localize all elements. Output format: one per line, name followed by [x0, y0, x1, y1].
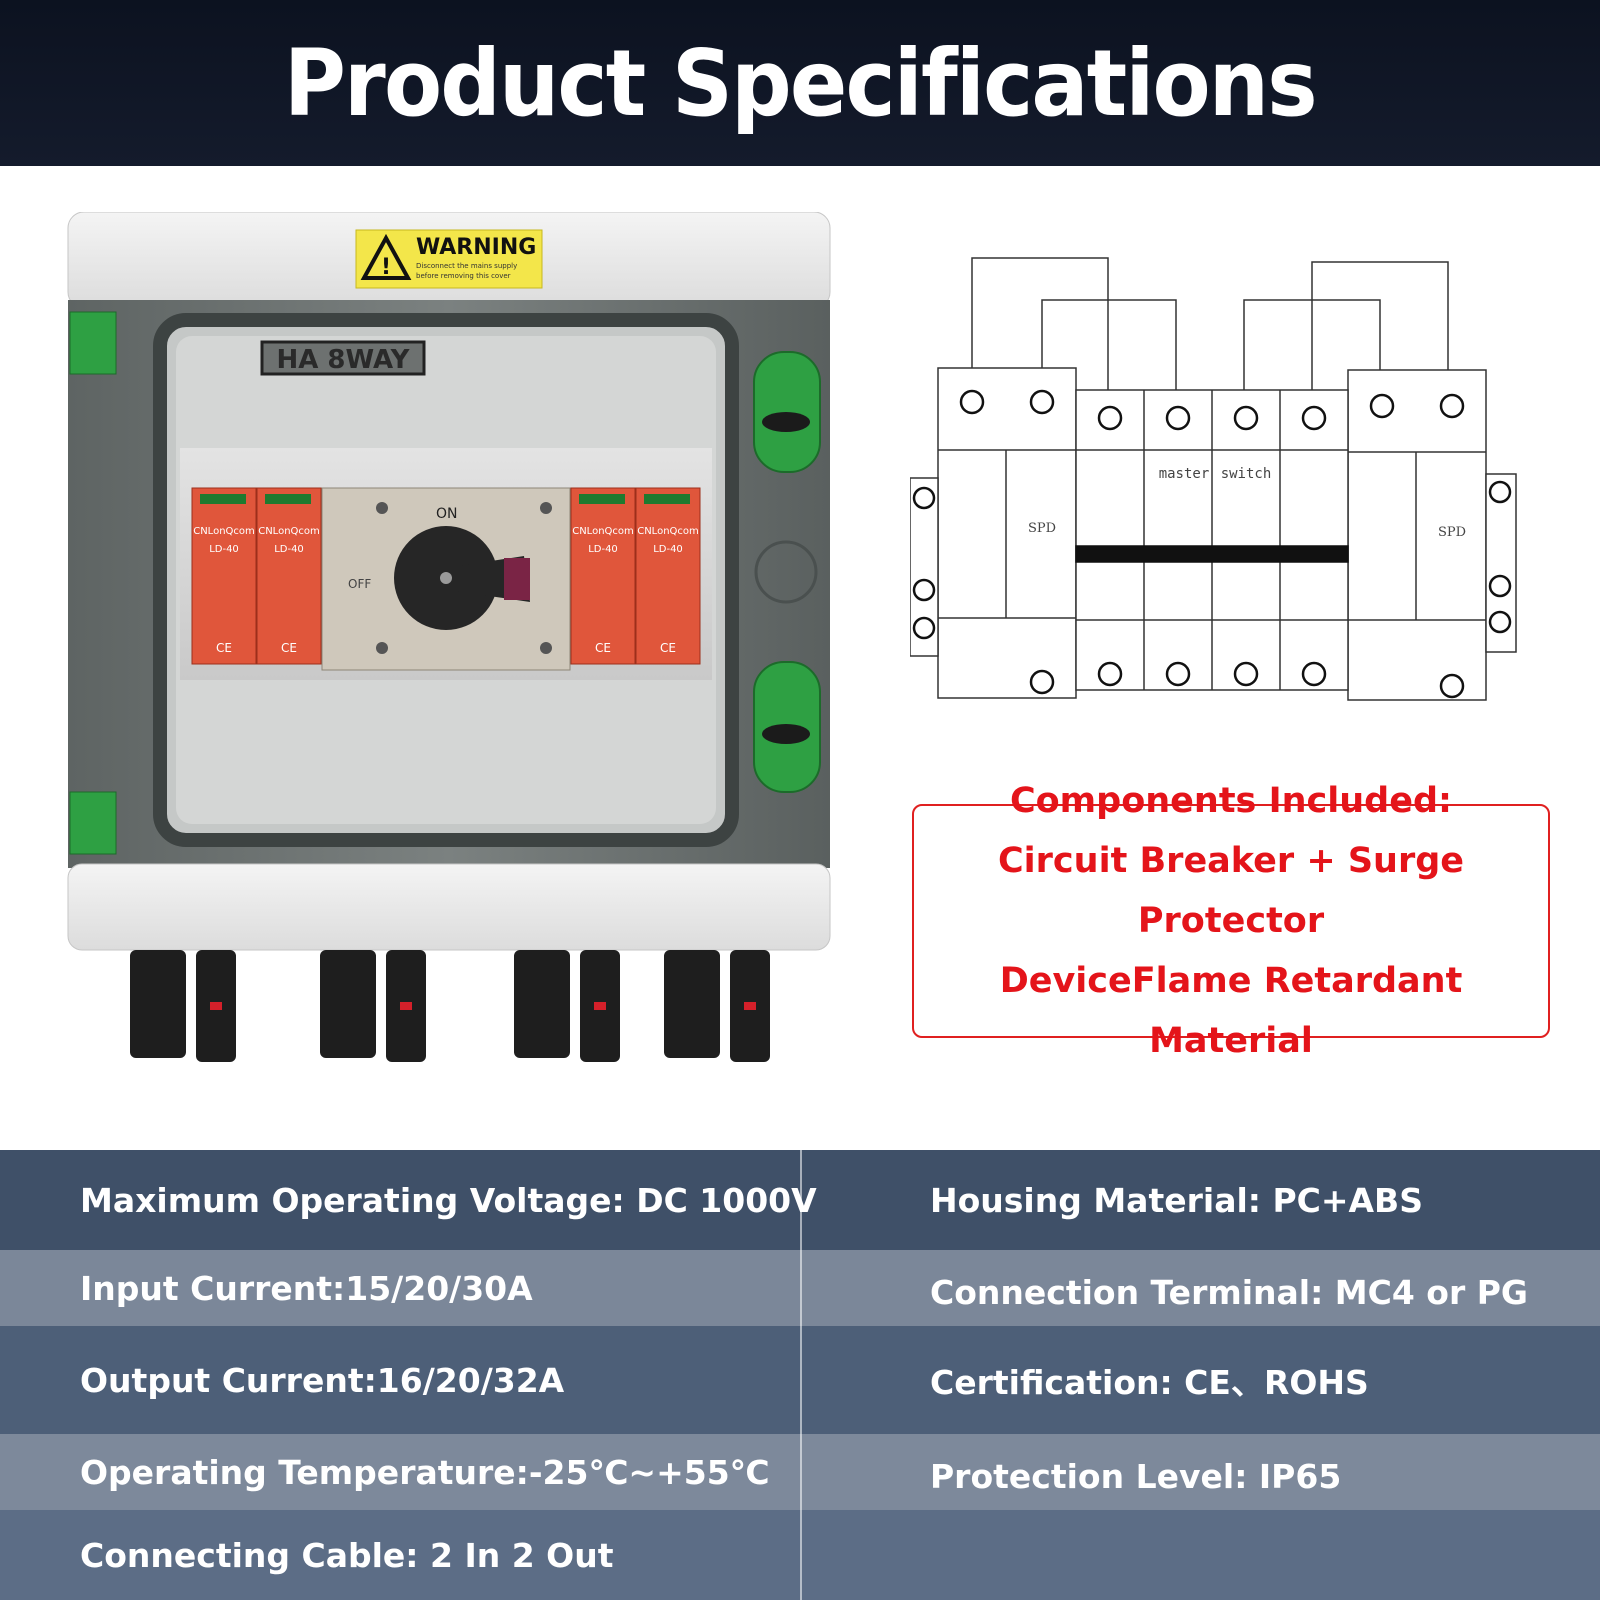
svg-text:CNLonQcom: CNLonQcom — [637, 526, 699, 537]
svg-text:switch: switch — [1221, 466, 1272, 482]
svg-text:!: ! — [381, 255, 391, 280]
svg-text:CE: CE — [281, 641, 297, 655]
svg-text:LD-40: LD-40 — [209, 544, 239, 555]
spd-module-right-1: CNLonQcom LD-40 CE — [570, 487, 636, 665]
spec-right-1: Housing Material: PC+ABS — [930, 1180, 1423, 1220]
spd-module-left-1: CNLonQcom LD-40 CE — [191, 487, 257, 665]
spec-left-4: Operating Temperature:-25℃~+55℃ — [80, 1452, 770, 1492]
specs-table: Maximum Operating Voltage: DC 1000V Hous… — [0, 1150, 1600, 1600]
column-divider — [800, 1150, 802, 1600]
mc4-connectors — [130, 950, 770, 1062]
components-line-3: DeviceFlame Retardant Material — [999, 961, 1463, 1061]
diagram-spd-left: SPD — [937, 367, 1077, 699]
svg-text:before removing this cover: before removing this cover — [416, 272, 511, 280]
spec-right-2: Connection Terminal: MC4 or PG — [930, 1272, 1529, 1312]
latch-bottom — [69, 791, 117, 855]
product-image: ! WARNING Disconnect the mains supply be… — [67, 212, 831, 1062]
svg-text:CNLonQcom: CNLonQcom — [258, 526, 320, 537]
cable-gland-top — [753, 351, 821, 473]
warning-label: ! WARNING Disconnect the mains supply be… — [355, 229, 543, 289]
page-title: Product Specifications — [284, 29, 1318, 137]
isolator-switch: ON OFF — [321, 487, 571, 671]
components-included-box: Components Included: Circuit Breaker + S… — [912, 781, 1550, 1061]
spec-left-3: Output Current:16/20/32A — [80, 1360, 565, 1400]
diagram-master-switch: master switch — [1075, 389, 1349, 691]
header-banner: Product Specifications — [0, 0, 1600, 166]
svg-text:Disconnect the mains supply: Disconnect the mains supply — [416, 262, 517, 270]
svg-text:CE: CE — [595, 641, 611, 655]
svg-text:SPD: SPD — [1438, 525, 1466, 540]
switch-off-label: OFF — [348, 577, 371, 591]
latch-top — [69, 311, 117, 375]
svg-text:LD-40: LD-40 — [588, 544, 618, 555]
svg-text:LD-40: LD-40 — [653, 544, 683, 555]
svg-text:master: master — [1159, 466, 1210, 482]
svg-text:CE: CE — [660, 641, 676, 655]
wiring-diagram: SPD SPD master switch — [910, 257, 1517, 701]
spec-right-4: Protection Level: IP65 — [930, 1456, 1342, 1496]
diagram-spd-right: SPD — [1347, 369, 1487, 701]
spd-module-left-2: CNLonQcom LD-40 CE — [256, 487, 322, 665]
components-line-2: Circuit Breaker + Surge Protector — [997, 841, 1465, 941]
svg-text:CNLonQcom: CNLonQcom — [572, 526, 634, 537]
svg-text:LD-40: LD-40 — [274, 544, 304, 555]
switch-on-label: ON — [436, 506, 458, 522]
svg-text:SPD: SPD — [1028, 521, 1056, 536]
svg-text:CNLonQcom: CNLonQcom — [193, 526, 255, 537]
model-label: HA 8WAY — [277, 345, 411, 375]
enclosure-bottom-cap — [67, 863, 831, 951]
spec-left-5: Connecting Cable: 2 In 2 Out — [80, 1535, 614, 1575]
warning-label-text: WARNING — [416, 235, 536, 260]
spec-right-3: Certification: CE、ROHS — [930, 1363, 1369, 1402]
svg-text:CE: CE — [216, 641, 232, 655]
spd-module-right-2: CNLonQcom LD-40 CE — [635, 487, 701, 665]
spec-left-2: Input Current:15/20/30A — [80, 1268, 533, 1308]
spec-left-1: Maximum Operating Voltage: DC 1000V — [80, 1180, 817, 1220]
components-heading: Components Included: — [1009, 781, 1453, 821]
cable-gland-bottom — [753, 661, 821, 793]
terminal-screws — [912, 389, 1512, 699]
knockout-hole — [754, 540, 818, 604]
